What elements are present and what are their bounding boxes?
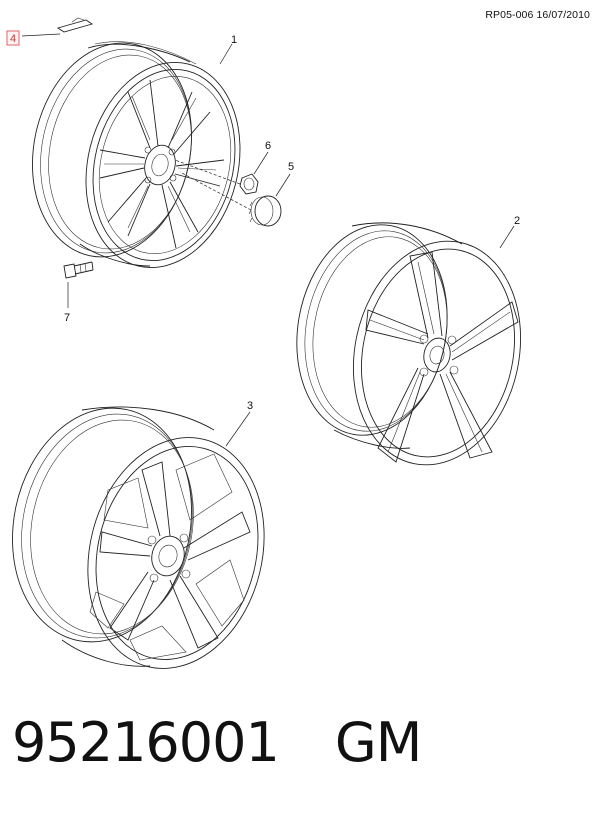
brand-label: GM [334,711,422,774]
part-5-center-cap[interactable] [179,171,282,227]
callout-6[interactable]: 6 [265,140,271,152]
wheel-3[interactable] [0,391,288,687]
svg-text:1: 1 [231,34,237,46]
callout-7[interactable]: 7 [64,312,70,324]
callout-3[interactable]: 3 [247,400,253,412]
svg-text:4: 4 [10,33,16,45]
callout-1[interactable]: 1 [231,34,237,46]
part-4-valve-stem[interactable] [56,17,94,33]
part-6-wheel-nut[interactable] [174,159,259,195]
footer: 95216001 GM [12,711,422,774]
svg-text:3: 3 [247,400,253,412]
callout-5[interactable]: 5 [288,161,294,173]
drawing-reference: RP05-006 16/07/2010 [485,9,590,21]
svg-text:7: 7 [64,312,70,324]
callout-4[interactable]: 4 [6,30,20,46]
callout-2[interactable]: 2 [514,215,520,227]
wheel-2[interactable] [281,213,541,481]
leader-lines [21,33,515,447]
svg-text:6: 6 [265,140,271,152]
wheel-1[interactable] [13,28,261,284]
svg-text:5: 5 [288,161,294,173]
part-number: 95216001 [12,711,280,774]
part-7-wheel-bolt[interactable] [63,261,94,279]
svg-text:2: 2 [514,215,520,227]
